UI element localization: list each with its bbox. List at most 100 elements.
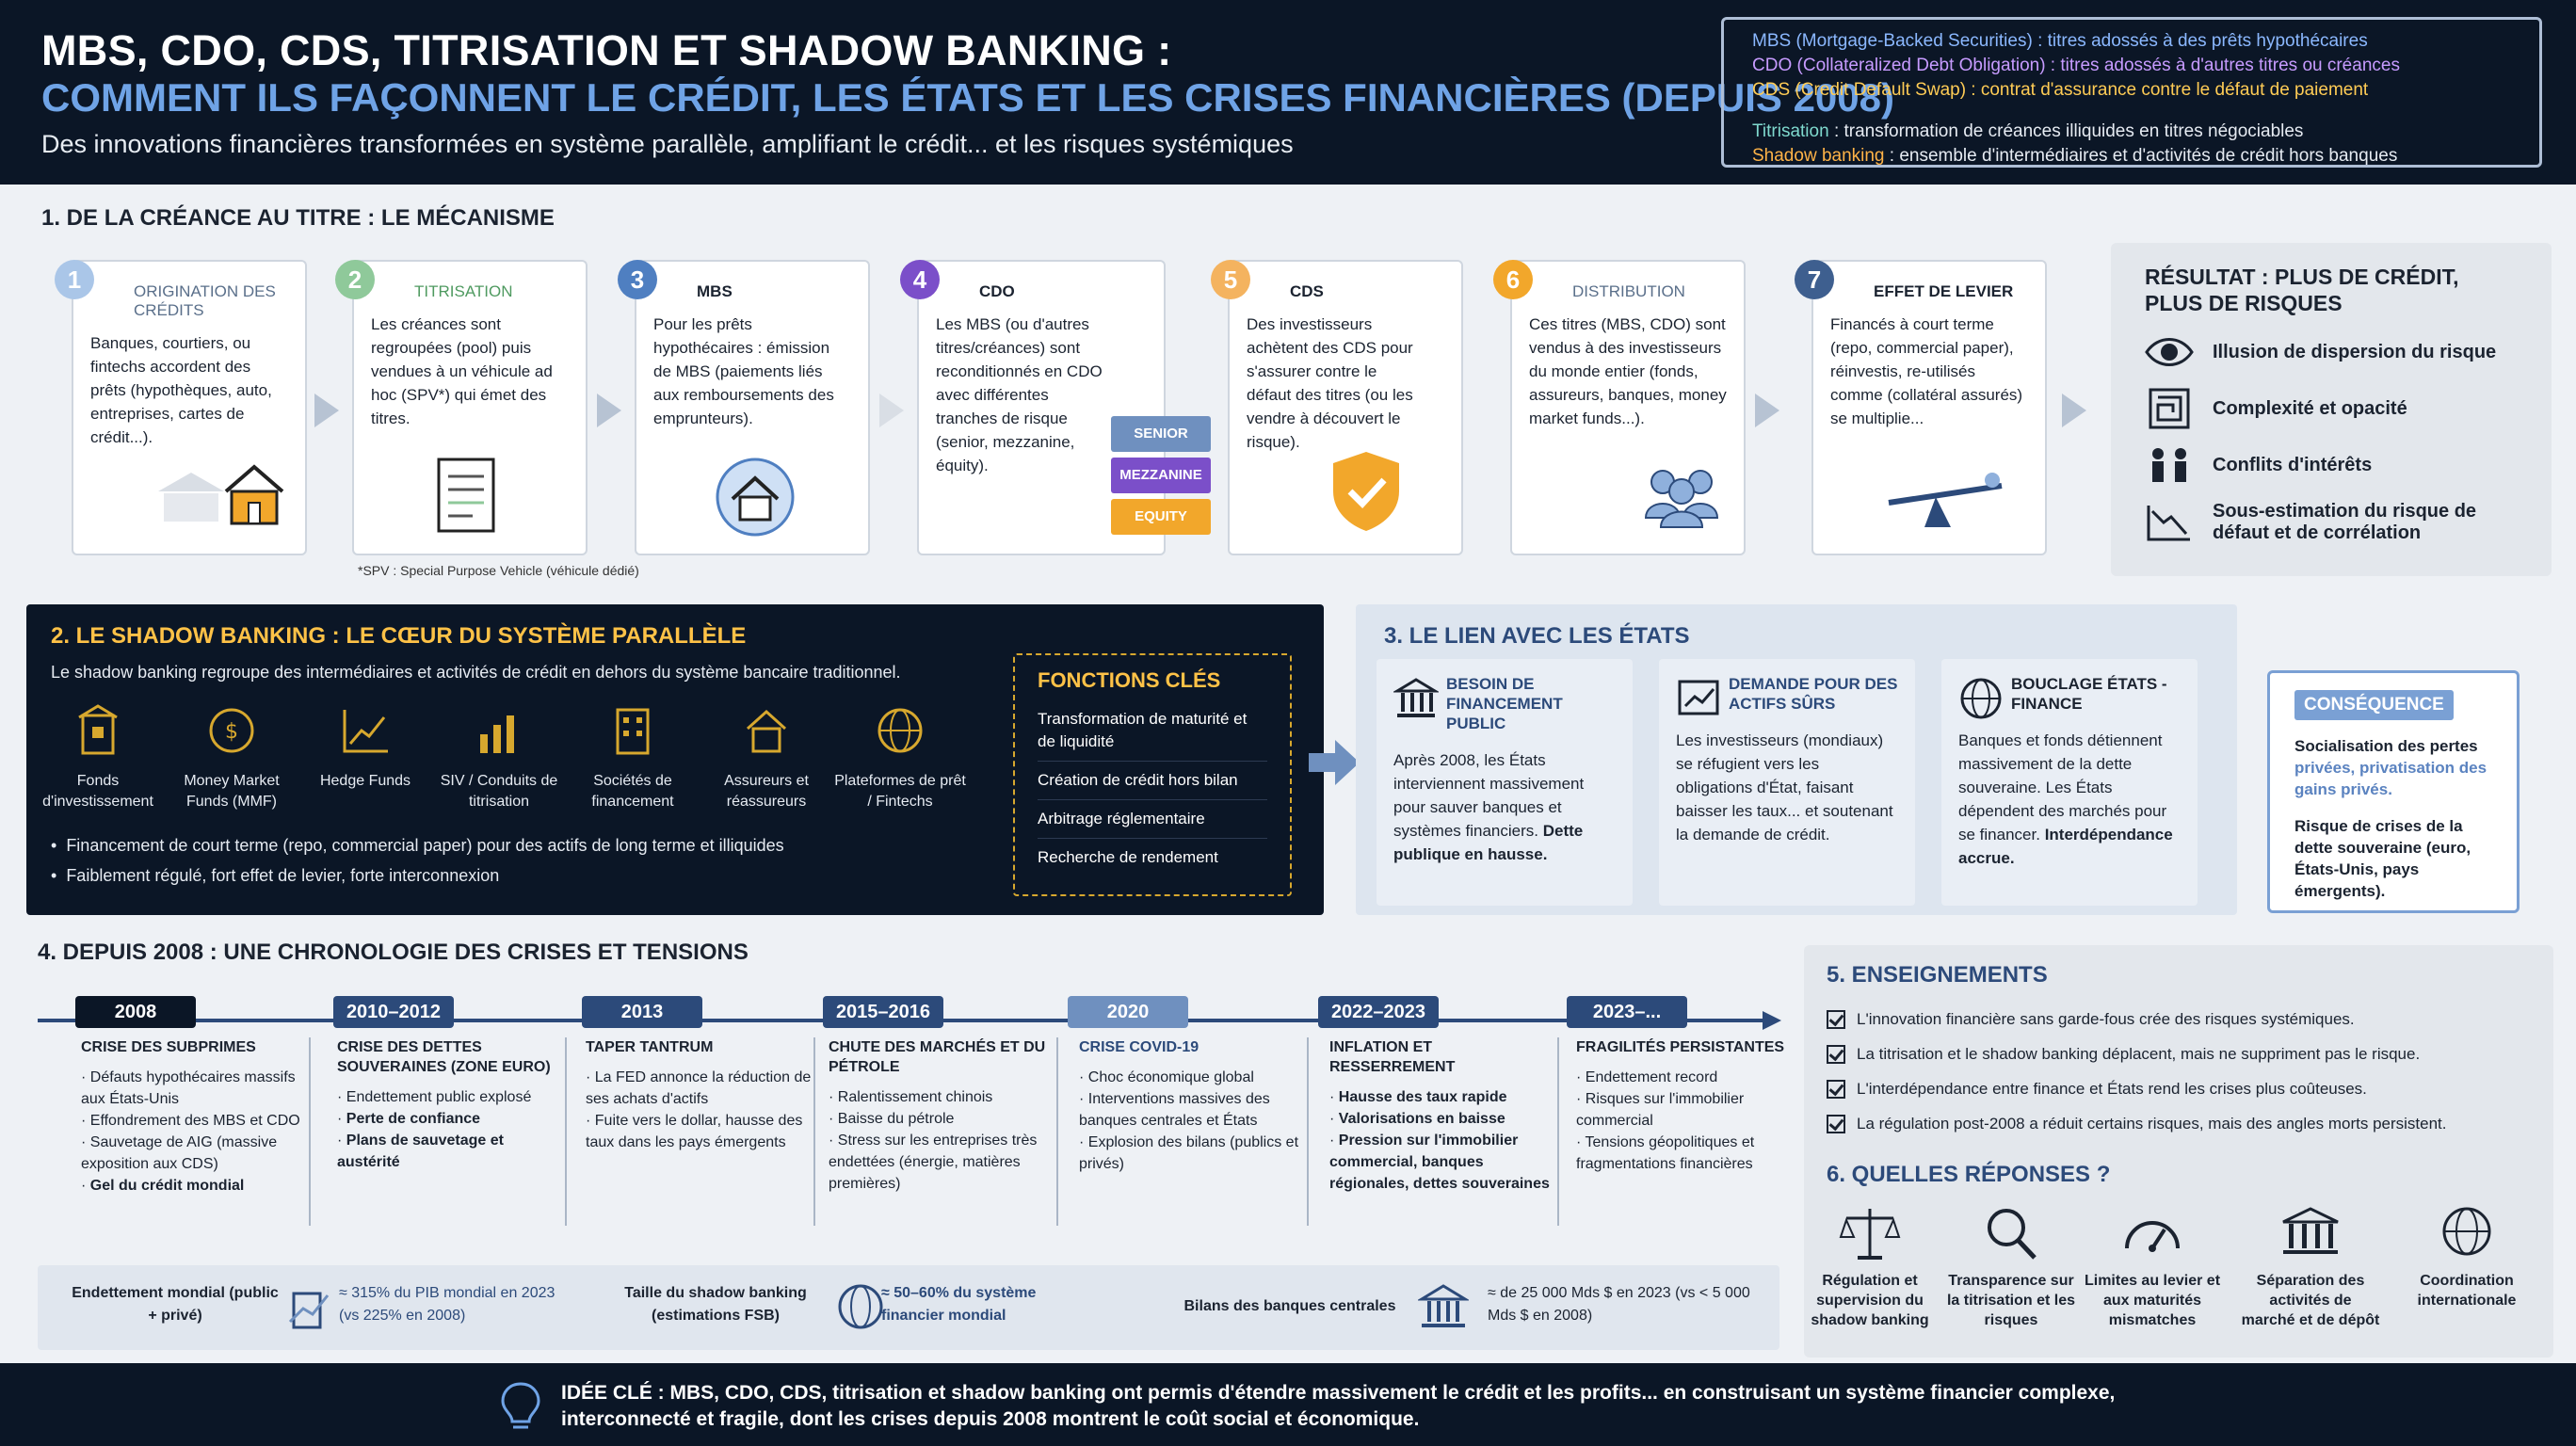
section5-title: 5. ENSEIGNEMENTS — [1827, 962, 2048, 988]
response-coordination: Coordination internationale — [2397, 1203, 2536, 1310]
year-2008: 2008 — [75, 996, 196, 1028]
spv-footnote: *SPV : Special Purpose Vehicle (véhicule… — [358, 563, 639, 578]
entity-fonds: Fonds d'investissement — [32, 702, 164, 812]
stat-value-banques-centrales: ≈ de 25 000 Mds $ en 2023 (vs < 5 000 Md… — [1488, 1285, 1750, 1324]
stat-value-shadow: ≈ 50–60% du système financier mondial — [881, 1285, 1037, 1324]
office-icon — [616, 708, 650, 755]
house-bank-icon — [158, 464, 284, 525]
house-shield-icon — [746, 709, 787, 753]
year-2020: 2020 — [1068, 996, 1188, 1028]
step-origination: ORIGINATION DES CRÉDITS Banques, courtie… — [72, 260, 307, 555]
chart-screen-icon — [1678, 680, 1719, 715]
step-cds: CDS Des investisseurs achètent des CDS p… — [1228, 260, 1463, 555]
flow-arrow — [597, 394, 621, 427]
lesson-item: La régulation post-2008 a réduit certain… — [1827, 1106, 2531, 1141]
key-idea: IDÉE CLÉ : MBS, CDO, CDS, titrisation et… — [561, 1382, 2116, 1430]
entity-assureurs: Assureurs et réassureurs — [700, 702, 832, 812]
step-titrisation: TITRISATION Les créances sont regroupées… — [352, 260, 588, 555]
event-2020: CRISE COVID-19· Choc économique global· … — [1066, 1037, 1309, 1226]
tranche-equity: EQUITY — [1111, 499, 1211, 535]
event-2013: TAPER TANTRUM· La FED annonce la réducti… — [572, 1037, 815, 1226]
main-subtitle: COMMENT ILS FAÇONNENT LE CRÉDIT, LES ÉTA… — [41, 75, 1894, 120]
glossary-box: MBS (Mortgage-Backed Securities) : titre… — [1721, 17, 2542, 168]
flow-arrow — [879, 394, 904, 427]
tranche-senior: SENIOR — [1111, 416, 1211, 452]
card-besoin-financement: BESOIN DE FINANCEMENT PUBLIC Après 2008,… — [1377, 659, 1633, 906]
chart-down-icon — [2147, 506, 2190, 541]
shield-check-icon — [1333, 452, 1399, 531]
event-2008: CRISE DES SUBPRIMES· Défauts hypothécair… — [68, 1037, 311, 1226]
bank-icon — [1393, 678, 1439, 717]
result-item: Illusion de dispersion du risque — [2145, 331, 2518, 373]
stat-label-banques-centrales: Bilans des banques centrales — [1183, 1298, 1396, 1314]
checkbox-icon — [1827, 1079, 1845, 1099]
tranche-mezzanine: MEZZANINE — [1111, 458, 1211, 493]
network-globe-icon — [877, 708, 923, 753]
glossary-titrisation: Titrisation : transformation de créances… — [1752, 121, 2304, 141]
central-bank-icon — [1418, 1284, 1469, 1327]
step-cdo: CDO Les MBS (ou d'autres titres/créances… — [917, 260, 1166, 555]
header: MBS, CDO, CDS, TITRISATION ET SHADOW BAN… — [0, 0, 2576, 185]
entity-plateformes: Plateformes de prêt / Fintechs — [834, 702, 966, 812]
year-2010-2012: 2010–2012 — [333, 996, 454, 1028]
section2-bullet: • Financement de court terme (repo, comm… — [51, 836, 784, 855]
glossary-mbs: MBS (Mortgage-Backed Securities) : titre… — [1752, 31, 2368, 51]
footer: IDÉE CLÉ : MBS, CDO, CDS, titrisation et… — [0, 1363, 2576, 1446]
timeline-arrow-icon — [1763, 1011, 1781, 1030]
globe-icon — [1960, 678, 2002, 719]
step-distribution: DISTRIBUTION Ces titres (MBS, CDO) sont … — [1510, 260, 1746, 555]
document-icon — [437, 458, 495, 533]
year-2013: 2013 — [582, 996, 702, 1028]
eye-icon — [2145, 338, 2194, 366]
stat-label-shadow: Taille du shadow banking (estimations FS… — [624, 1285, 807, 1324]
results-box: RÉSULTAT : PLUS DE CRÉDIT, PLUS DE RISQU… — [2111, 243, 2552, 576]
tagline: Des innovations financières transformées… — [41, 130, 1294, 158]
glossary-cdo: CDO (Collateralized Debt Obligation) : t… — [1752, 56, 2400, 75]
big-arrow-right-icon — [1309, 740, 1360, 785]
result-item: Complexité et opacité — [2145, 388, 2518, 429]
result-item: Conflits d'intérêts — [2145, 444, 2518, 486]
lessons-panel: 5. ENSEIGNEMENTS L'innovation financière… — [1804, 945, 2553, 1358]
main-title: MBS, CDO, CDS, TITRISATION ET SHADOW BAN… — [41, 26, 1172, 74]
step-number-2: 2 — [335, 260, 375, 299]
shadow-banking-panel: 2. LE SHADOW BANKING : LE CŒUR DU SYSTÈM… — [26, 604, 1324, 915]
bank-columns-icon — [2282, 1207, 2339, 1254]
magnifier-icon — [1988, 1209, 2037, 1260]
step-mbs: MBS Pour les prêts hypothécaires : émiss… — [635, 260, 870, 555]
section4-title: 4. DEPUIS 2008 : UNE CHRONOLOGIE DES CRI… — [38, 940, 749, 965]
checkbox-icon — [1827, 1044, 1845, 1064]
response-transparence: Transparence sur la titrisation et les r… — [1941, 1203, 2081, 1330]
event-2022-2023: INFLATION ET RESSERREMENT· Hausse des ta… — [1316, 1037, 1559, 1226]
step-effet-de-levier: EFFET DE LEVIER Financés à court terme (… — [1811, 260, 2047, 555]
chart-up-icon — [343, 710, 388, 753]
stat-label-endettement: Endettement mondial (public + privé) — [72, 1285, 279, 1324]
building-chart-icon — [288, 1292, 330, 1329]
checkbox-icon — [1827, 1009, 1845, 1029]
maze-icon — [2149, 388, 2190, 429]
response-separation: Séparation des activités de marché et de… — [2241, 1203, 2380, 1330]
scales-icon — [1839, 1209, 1901, 1260]
stat-value-endettement: ≈ 315% du PIB mondial en 2023 (vs 225% e… — [339, 1285, 555, 1324]
entity-siv: SIV / Conduits de titrisation — [433, 702, 565, 812]
section3-title: 3. LE LIEN AVEC LES ÉTATS — [1384, 623, 1690, 649]
states-panel: 3. LE LIEN AVEC LES ÉTATS BESOIN DE FINA… — [1356, 604, 2237, 915]
globe-outline-icon — [838, 1284, 883, 1329]
lesson-item: L'innovation financière sans garde-fous … — [1827, 1002, 2531, 1036]
event-2015-2016: CHUTE DES MARCHÉS ET DU PÉTROLE· Ralenti… — [815, 1037, 1058, 1226]
flow-arrow — [2062, 394, 2086, 427]
lightbulb-icon — [501, 1382, 540, 1429]
year-2015-2016: 2015–2016 — [823, 996, 943, 1028]
section2-bullet: • Faiblement régulé, fort effet de levie… — [51, 866, 500, 885]
year-2022-2023: 2022–2023 — [1318, 996, 1439, 1028]
card-bouclage: BOUCLAGE ÉTATS - FINANCE Banques et fond… — [1941, 659, 2198, 906]
lever-icon — [1888, 473, 2003, 527]
lesson-item: La titrisation et le shadow banking dépl… — [1827, 1036, 2531, 1071]
section1-title: 1. DE LA CRÉANCE AU TITRE : LE MÉCANISME — [41, 205, 555, 231]
event-2010-2012: CRISE DES DETTES SOUVERAINES (ZONE EURO)… — [324, 1037, 567, 1226]
year-2023-plus: 2023–... — [1567, 996, 1687, 1028]
glossary-shadow-banking: Shadow banking : ensemble d'intermédiair… — [1752, 146, 2398, 166]
step-number-1: 1 — [55, 260, 94, 299]
entity-mmf: $Money Market Funds (MMF) — [166, 702, 298, 812]
chart-bars-icon — [480, 715, 514, 753]
stats-band: Endettement mondial (public + privé) ≈ 3… — [38, 1265, 1779, 1350]
